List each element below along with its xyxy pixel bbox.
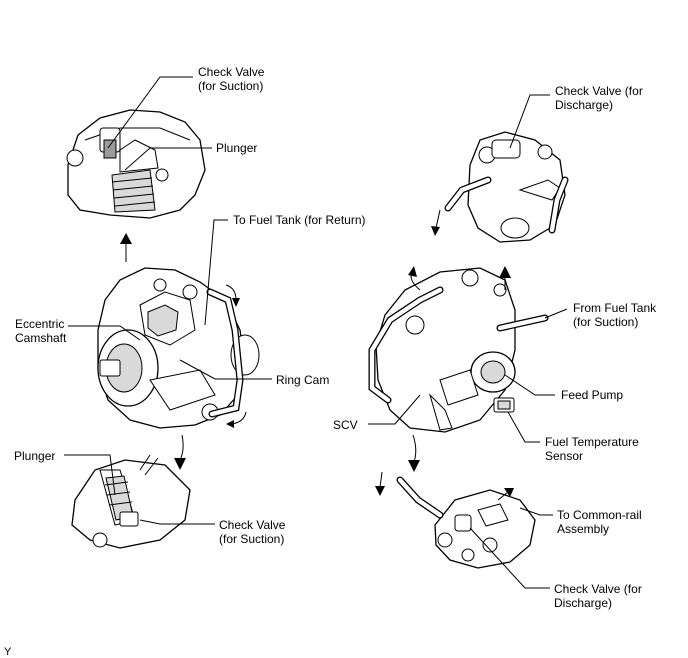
check-valve-discharge-bottom-label-line2: Discharge) — [554, 596, 612, 610]
up-arrow-left-head — [120, 233, 132, 244]
common-rail-arrow — [497, 491, 509, 501]
rotation-arrow-top-head — [232, 298, 240, 307]
rotation-arrow-bottom — [231, 411, 247, 425]
to-common-rail-label-line1: To Common-rail — [557, 508, 642, 522]
rotation-arrow-bottom-head — [226, 420, 234, 428]
fuel-temperature-sensor-label-line1: Fuel Temperature — [545, 435, 639, 449]
ring-cam-label: Ring Cam — [276, 373, 329, 387]
left-top-cutaway-illustration — [66, 109, 206, 219]
scv-label: SCV — [333, 418, 358, 432]
right-top-down-arrow-head — [431, 226, 440, 236]
right-down-arrow — [412, 434, 417, 463]
flow-arrows — [120, 209, 514, 501]
down-arrow-left — [179, 434, 184, 461]
right-bottom-down-arrow-head — [375, 486, 385, 496]
eccentric-camshaft-label-line2: Camshaft — [15, 331, 67, 345]
right-bottom-down-arrow — [379, 471, 383, 489]
common-rail-arrow-head — [504, 488, 514, 497]
plunger-bottom-label: Plunger — [14, 449, 55, 463]
check-valve-suction-top-label-line1: Check Valve — [198, 65, 265, 79]
eccentric-camshaft-label-line1: Eccentric — [15, 317, 64, 331]
check-valve-suction-bottom-label-line1: Check Valve — [219, 518, 286, 532]
corner-mark: Y — [4, 646, 12, 658]
check-valve-suction-bottom-label-line2: (for Suction) — [219, 532, 284, 546]
right-up-arrow-head — [499, 266, 511, 278]
right-top-down-arrow — [435, 209, 441, 229]
from-fuel-tank-label-line2: (for Suction) — [573, 315, 638, 329]
labels: Check Valve (for Suction) Plunger To Fue… — [4, 65, 657, 658]
to-fuel-tank-return-label: To Fuel Tank (for Return) — [233, 213, 366, 227]
feed-pump-label: Feed Pump — [561, 388, 623, 402]
right-bottom-discharge-illustration — [396, 476, 536, 569]
check-valve-discharge-top-label-line1: Check Valve (for — [555, 84, 643, 98]
plunger-top-label: Plunger — [216, 141, 257, 155]
right-down-arrow-head — [408, 460, 420, 472]
right-rotation-arrow-head — [408, 266, 417, 277]
left-main-pump-illustration — [97, 267, 260, 429]
leader-lines — [64, 76, 568, 589]
check-valve-discharge-top-label-line2: Discharge) — [555, 98, 613, 112]
from-fuel-tank-label-line1: From Fuel Tank — [573, 301, 657, 315]
to-common-rail-label-line2: Assembly — [557, 522, 609, 536]
right-main-pump-illustration — [368, 267, 549, 433]
left-bottom-cutaway-illustration — [71, 454, 191, 549]
check-valve-suction-top-label-line2: (for Suction) — [198, 79, 263, 93]
right-top-discharge-illustration — [444, 131, 569, 243]
check-valve-discharge-bottom-label-line1: Check Valve (for — [554, 582, 642, 596]
down-arrow-left-head — [174, 458, 186, 470]
fuel-temperature-sensor-label-line2: Sensor — [545, 449, 583, 463]
